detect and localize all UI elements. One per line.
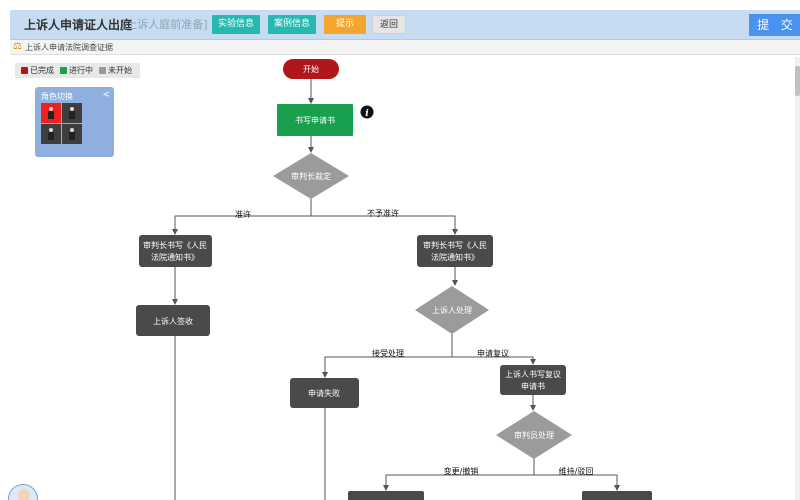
info-icon-glyph: i xyxy=(365,109,369,119)
node-appellant-handle-label: 上诉人处理 xyxy=(432,305,472,315)
experiment-info-button[interactable]: 实验信息 xyxy=(212,15,260,34)
node-review-application-line-2: 申请书 xyxy=(521,381,545,391)
info-icon-circle xyxy=(360,105,374,119)
edge-label-deny: 不予准许 xyxy=(367,208,399,218)
node-partial-right[interactable] xyxy=(582,491,652,500)
node-judge-ruling-label: 审判长裁定 xyxy=(291,171,331,181)
collapse-chevron-icon[interactable]: < xyxy=(102,90,110,100)
role-switch-panel: 角色切换 < xyxy=(35,87,114,157)
node-notice-left-line-1: 审判长书写《人民 xyxy=(143,240,207,250)
info-icon[interactable]: i xyxy=(360,105,374,120)
edge-label-apply-review: 申请复议 xyxy=(477,348,509,358)
node-application-failed[interactable]: 申请失败 xyxy=(290,378,359,408)
node-review-application-shape xyxy=(500,365,566,395)
edge-apply-review xyxy=(452,356,536,365)
person-icon xyxy=(69,107,75,119)
node-notice-right-shape xyxy=(417,235,493,267)
role-avatar-staff[interactable] xyxy=(62,124,82,144)
edge-accept xyxy=(322,356,452,378)
node-notice-left-shape xyxy=(139,235,212,267)
legend-item-not-started: 未开始 xyxy=(99,65,132,76)
header-bar: 上诉人申请证人出庭 [上诉人庭前准备] 实验信息 案例信息 提示 返回 提 交 xyxy=(10,10,800,40)
edge-allow xyxy=(172,215,311,235)
submit-button[interactable]: 提 交 xyxy=(749,14,800,36)
node-appellant-handle-shape xyxy=(415,286,489,334)
node-judge-staff[interactable]: 审判员处理 xyxy=(496,411,572,459)
node-appellant-sign-label: 上诉人签收 xyxy=(153,316,193,326)
legend-swatch-in-progress xyxy=(60,67,67,74)
role-switch-title: 角色切换 xyxy=(41,92,73,101)
node-appellant-sign-shape xyxy=(136,305,210,336)
node-notice-right-line-1: 审判长书写《人民 xyxy=(423,240,487,250)
node-start[interactable]: 开始 xyxy=(283,59,339,79)
node-appellant-handle[interactable]: 上诉人处理 xyxy=(415,286,489,334)
node-review-application[interactable]: 上诉人书写复议 申请书 xyxy=(500,365,566,395)
legend-label-completed: 已完成 xyxy=(30,66,54,75)
node-start-shape xyxy=(283,59,339,79)
node-notice-right-line-2: 法院通知书》 xyxy=(431,252,479,262)
breadcrumb: ⚖ 上诉人申请法院调查证据 xyxy=(10,40,800,55)
role-avatar-appellant[interactable] xyxy=(41,103,61,123)
breadcrumb-text: 上诉人申请法院调查证据 xyxy=(25,43,113,52)
node-review-application-line-1: 上诉人书写复议 xyxy=(505,369,561,379)
hint-button[interactable]: 提示 xyxy=(324,15,366,34)
edge-maintain-reject xyxy=(534,474,620,491)
status-legend: 已完成 进行中 未开始 xyxy=(15,63,140,78)
node-partial-left[interactable] xyxy=(348,491,424,500)
edge-change-revoke xyxy=(383,474,534,491)
node-notice-left[interactable]: 审判长书写《人民 法院通知书》 xyxy=(139,235,212,267)
edge-label-maintain-reject: 维持/驳回 xyxy=(559,466,594,476)
edge-label-accept: 接受处理 xyxy=(372,348,404,358)
edge-deny xyxy=(311,215,458,235)
person-icon xyxy=(48,107,54,119)
person-icon xyxy=(69,128,75,140)
legend-label-in-progress: 进行中 xyxy=(69,66,93,75)
legend-item-in-progress: 进行中 xyxy=(60,65,93,76)
page-title: 上诉人申请证人出庭 xyxy=(24,18,133,32)
scales-icon: ⚖ xyxy=(13,41,22,52)
role-avatar-judge[interactable] xyxy=(62,103,82,123)
node-judge-ruling-shape xyxy=(273,153,349,199)
node-application-failed-label: 申请失败 xyxy=(308,388,340,398)
legend-swatch-not-started xyxy=(99,67,106,74)
person-icon xyxy=(48,128,54,140)
node-judge-ruling[interactable]: 审判长裁定 xyxy=(273,153,349,199)
back-button[interactable]: 返回 xyxy=(372,15,406,34)
node-judge-staff-shape xyxy=(496,411,572,459)
role-grid xyxy=(41,103,83,144)
avatar-head xyxy=(18,489,30,500)
page-subtitle: [上诉人庭前准备] xyxy=(122,18,208,31)
node-write-application-label: 书写申请书 xyxy=(295,115,335,125)
role-avatar-clerk[interactable] xyxy=(41,124,61,144)
edge-label-change-revoke: 变更/撤销 xyxy=(444,466,479,476)
legend-swatch-completed xyxy=(21,67,28,74)
node-application-failed-shape xyxy=(290,378,359,408)
node-appellant-sign[interactable]: 上诉人签收 xyxy=(136,305,210,336)
node-judge-staff-label: 审判员处理 xyxy=(514,430,554,440)
node-write-application[interactable]: 书写申请书 xyxy=(277,104,353,136)
scrollbar-thumb[interactable] xyxy=(795,66,800,96)
scrollbar-track[interactable] xyxy=(795,57,800,500)
case-info-button[interactable]: 案例信息 xyxy=(268,15,316,34)
node-start-label: 开始 xyxy=(303,64,319,74)
legend-label-not-started: 未开始 xyxy=(108,66,132,75)
edge-label-allow: 准许 xyxy=(235,209,251,219)
node-notice-right[interactable]: 审判长书写《人民 法院通知书》 xyxy=(417,235,493,267)
legend-item-completed: 已完成 xyxy=(21,65,54,76)
node-write-application-shape xyxy=(277,104,353,136)
node-notice-left-line-2: 法院通知书》 xyxy=(151,252,199,262)
